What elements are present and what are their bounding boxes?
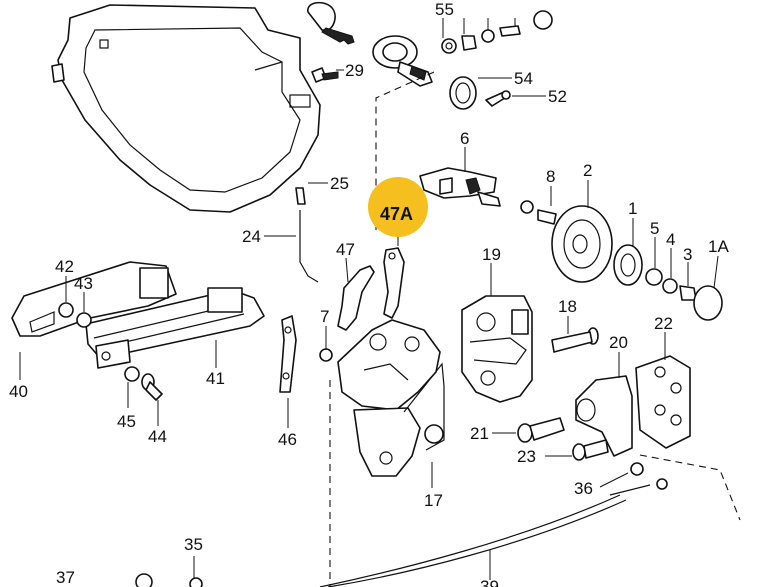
nut-3 (679, 285, 697, 301)
cable-dash-line (639, 454, 741, 521)
callout-55: 55 (435, 0, 454, 19)
callout-52: 52 (548, 87, 567, 106)
callout-3: 3 (683, 245, 692, 264)
ring-54 (449, 76, 477, 110)
callout-21: 21 (470, 424, 489, 443)
rod-24 (295, 187, 319, 283)
callout-1: 1 (628, 199, 637, 218)
highlight-label-47A: 47A (380, 204, 413, 224)
key-icon (307, 1, 355, 45)
lock-rod-line (375, 71, 435, 230)
handle-mechanism-41 (85, 287, 265, 369)
callout-43: 43 (74, 274, 93, 293)
striker-plate-19 (461, 295, 533, 403)
washer-4 (662, 278, 678, 294)
callout-23: 23 (517, 447, 536, 466)
callout-1A: 1A (708, 237, 729, 256)
callout-5: 5 (650, 219, 659, 238)
callout-29: 29 (345, 61, 364, 80)
leader-lines (19, 18, 719, 580)
callout-36: 36 (574, 479, 593, 498)
callout-2: 2 (583, 161, 592, 180)
callout-25: 25 (330, 174, 349, 193)
lever-47 (337, 265, 375, 331)
lever-47A (383, 247, 405, 319)
washer-45 (124, 366, 140, 382)
washer-43 (76, 312, 92, 328)
callout-6: 6 (460, 129, 469, 148)
callout-20: 20 (609, 333, 628, 352)
callout-4: 4 (666, 230, 675, 249)
callout-41: 41 (206, 369, 225, 388)
callout-18: 18 (558, 297, 577, 316)
callout-45: 45 (117, 412, 136, 431)
outer-handle-40 (11, 261, 177, 337)
callout-7: 7 (320, 307, 329, 326)
callout-42: 42 (55, 257, 74, 276)
clip-35 (189, 577, 203, 587)
connector-46 (279, 315, 297, 393)
callout-24: 24 (242, 227, 261, 246)
screw-29 (311, 67, 339, 83)
fastener-set-55 (441, 10, 553, 54)
callout-44: 44 (148, 427, 167, 446)
door-trim-panel (51, 4, 321, 213)
callout-40: 40 (9, 382, 28, 401)
plate-22 (635, 355, 691, 449)
door-lock-mechanism (337, 319, 445, 477)
nut-42 (58, 302, 74, 318)
gear-wheel-2 (551, 205, 613, 283)
callout-35: 35 (184, 535, 203, 554)
screw-18 (551, 327, 599, 353)
lock-lever-6 (419, 167, 501, 207)
clip-37 (135, 573, 153, 587)
callout-8: 8 (546, 167, 555, 186)
callout-17: 17 (424, 491, 443, 510)
washer-5 (645, 268, 663, 286)
cable-36 (319, 462, 668, 587)
callout-47: 47 (336, 240, 355, 259)
callout-labels: 55 29 54 52 6 2 8 1 5 4 3 1A 25 24 47 19… (9, 0, 729, 587)
lever-52 (485, 90, 511, 107)
callout-54: 54 (514, 69, 533, 88)
screw-23 (572, 439, 609, 461)
gear-1 (613, 244, 643, 286)
screw-44 (141, 373, 163, 401)
screw-8 (520, 200, 557, 225)
callout-46: 46 (278, 430, 297, 449)
clip-7 (319, 348, 333, 362)
screw-21 (517, 417, 565, 443)
lock-cylinder (372, 35, 433, 87)
callout-22: 22 (654, 314, 673, 333)
callout-19: 19 (482, 245, 501, 264)
cap-1A (693, 285, 723, 321)
callout-39: 39 (480, 577, 499, 587)
callout-37: 37 (56, 568, 75, 587)
highlight-marker (368, 177, 428, 237)
bracket-20 (575, 375, 633, 457)
